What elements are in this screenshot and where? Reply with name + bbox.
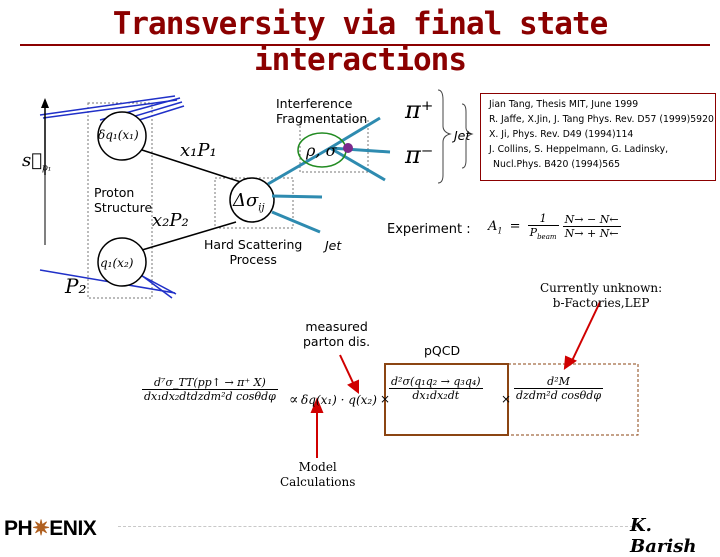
currently-unknown-note: Currently unknown: b-Factories,LEP	[540, 281, 663, 310]
experiment-label: Experiment :	[387, 222, 471, 237]
lower-proton-blob	[97, 237, 147, 287]
spin-label: s⃗p₁	[22, 150, 52, 174]
pdf-term: δq(x₁) · q(x₂)	[301, 393, 377, 407]
measured-note: measured parton dis.	[303, 319, 371, 349]
interference-label: Interference Fragmentation	[276, 96, 368, 126]
propto-symbol: ∝	[289, 392, 299, 408]
title-underline	[20, 44, 710, 46]
times-symbol-2: ×	[501, 392, 512, 406]
pi-plus-label: π⁺	[405, 96, 434, 124]
decay-vertex	[343, 143, 353, 153]
author-name: K. Barish	[630, 515, 697, 557]
phenix-logo: PH✷ENIX	[4, 517, 97, 540]
x2p2-label: x₂P₂	[152, 210, 189, 231]
hard-scattering-label: Hard Scattering Process	[204, 237, 303, 267]
delta-sigma-label: Δσij	[233, 190, 265, 214]
delta-q1-label: δq₁(x₁)	[98, 128, 139, 142]
references-box	[480, 93, 716, 181]
slide-title: Transversity via final state interaction…	[112, 6, 609, 78]
reference-item: J. Collins, S. Heppelmann, G. Ladinsky,	[489, 144, 669, 155]
jet-lower-label: Jet	[325, 238, 342, 253]
q1x2-label: q₁(x₂)	[100, 256, 134, 270]
feynman-diagram	[39, 89, 639, 458]
hard-scattering-blob	[229, 177, 275, 223]
rho-sigma-label: ρ, σ	[306, 141, 337, 160]
reference-item: X. Ji, Phys. Rev. D49 (1994)114	[489, 129, 634, 140]
hard-cross-section: d²σ(q₁q₂ → q₃q₄)dx₁dx₂dt	[389, 375, 483, 402]
x1p1-label: x₁P₁	[180, 140, 217, 161]
proton-structure-label: Proton Structure	[94, 185, 153, 215]
reference-item: R. Jaffe, X.Jin, J. Tang Phys. Rev. D57 …	[489, 114, 714, 125]
p2-label: P₂	[65, 274, 87, 298]
reference-item: Jian Tang, Thesis MIT, June 1999	[489, 99, 639, 110]
fragmentation-box-eq	[507, 363, 639, 436]
model-calculations-note: Model Calculations	[280, 460, 356, 489]
references-list: Jian Tang, Thesis MIT, June 1999 R. Jaff…	[489, 97, 714, 172]
times-symbol-1: ×	[380, 392, 391, 406]
upper-proton-blob	[97, 111, 147, 161]
reference-item: Nucl.Phys. B420 (1994)565	[493, 159, 620, 170]
pi-minus-label: π⁻	[405, 141, 434, 169]
jet-upper-label: Jet	[454, 128, 471, 143]
pqcd-note: pQCD	[424, 343, 461, 358]
cross-section-lhs: d⁷σ_TT(pp↑ → π⁺ X)dx₁dx₂dtdzdm²d cosθdφ	[142, 376, 278, 403]
footer-rule	[118, 526, 638, 528]
fragmentation-box	[299, 119, 369, 173]
